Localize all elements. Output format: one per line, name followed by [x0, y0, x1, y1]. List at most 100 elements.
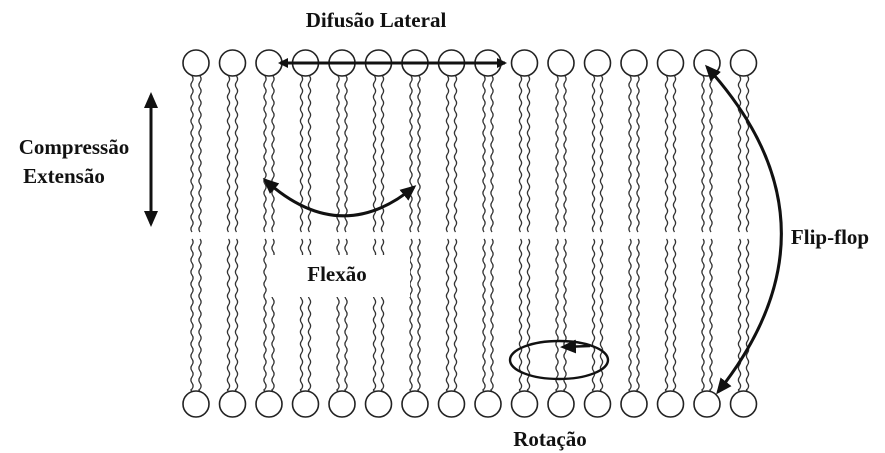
lipid-tail	[445, 75, 450, 233]
lipid-tail	[526, 75, 531, 233]
lipid-tail	[307, 75, 312, 233]
lipid-head	[255, 390, 283, 418]
upper-lipid	[182, 49, 210, 233]
upper-lipid	[291, 49, 320, 233]
lipid-tail	[263, 75, 267, 233]
upper-lipid	[656, 49, 685, 233]
upper-lipid	[729, 49, 758, 233]
lipid-tail	[198, 75, 202, 233]
lipid-head	[583, 49, 612, 77]
lipid-tail	[490, 238, 494, 392]
lower-lipid	[620, 238, 648, 418]
upper-lipid	[401, 49, 429, 233]
upper-lipid	[328, 49, 356, 233]
lipid-tail	[709, 238, 713, 392]
upper-lipid	[437, 49, 466, 233]
lipid-head	[547, 49, 575, 77]
lipid-tail	[555, 75, 559, 233]
lipid-tail	[518, 75, 523, 233]
upper-lipid	[583, 49, 612, 233]
lipid-tail	[628, 75, 632, 233]
lipid-head	[255, 49, 283, 77]
lower-lipid	[474, 238, 502, 418]
lipid-tail	[563, 238, 567, 392]
lipid-tail	[190, 238, 194, 392]
lipid-tail	[672, 238, 677, 392]
lipid-tail	[226, 75, 231, 233]
lower-lipid	[401, 238, 429, 418]
lipid-head	[656, 390, 685, 418]
lipid-tail	[628, 238, 632, 392]
lipid-tail	[563, 75, 567, 233]
lower-lipid	[437, 238, 466, 418]
rotation-label: Rotação	[513, 427, 586, 451]
lower-lipid	[547, 238, 575, 418]
lower-lipid	[729, 238, 758, 418]
lipid-head	[620, 49, 648, 77]
lipid-head	[474, 390, 502, 418]
lipid-head	[437, 390, 466, 418]
lipid-tail	[234, 238, 239, 392]
lipid-tail	[555, 238, 559, 392]
lipid-tail	[336, 75, 340, 233]
lipid-tail	[417, 238, 421, 392]
lipid-tail	[664, 75, 669, 233]
lipid-tail	[737, 238, 742, 392]
lipid-tail	[445, 238, 450, 392]
lipid-head	[547, 390, 575, 418]
lipid-tail	[636, 238, 640, 392]
lower-lipid	[255, 238, 283, 418]
compression-label: Compressão	[19, 135, 129, 159]
lipid-tail	[271, 75, 275, 233]
flip-flop-arrow	[704, 64, 783, 395]
lipid-tail	[226, 238, 231, 392]
upper-leaflet	[182, 49, 758, 233]
lipid-tail	[409, 75, 413, 233]
lipid-tail	[664, 238, 669, 392]
lipid-tail	[518, 238, 523, 392]
lower-lipid	[693, 238, 721, 418]
flip-flop-label: Flip-flop	[791, 225, 869, 249]
lipid-head	[510, 390, 539, 418]
lateral-diffusion-label: Difusão Lateral	[306, 8, 447, 32]
upper-lipid	[547, 49, 575, 233]
rotation-arrowhead	[560, 339, 591, 354]
lipid-head	[218, 390, 247, 418]
lipid-head	[328, 390, 356, 418]
lipid-tail	[299, 75, 304, 233]
flexion-label: Flexão	[307, 262, 366, 286]
lower-lipid	[182, 238, 210, 418]
lipid-tail	[417, 75, 421, 233]
lower-lipid	[510, 238, 539, 418]
lipid-head	[693, 49, 721, 77]
flexion-arrow	[262, 177, 417, 218]
upper-lipid	[474, 49, 502, 233]
lipid-head	[291, 390, 320, 418]
lipid-tail	[701, 75, 705, 233]
lipid-tail	[672, 75, 677, 233]
lipid-tail	[234, 75, 239, 233]
lipid-tail	[263, 238, 267, 392]
lipid-tail	[453, 75, 458, 233]
lipid-head	[510, 49, 539, 77]
lower-lipid	[583, 238, 612, 418]
lipid-head	[218, 49, 247, 77]
lipid-tail	[490, 75, 494, 233]
flexion-label-mask	[270, 255, 410, 297]
lipid-tail	[409, 238, 413, 392]
lipid-head	[364, 390, 393, 418]
upper-lipid	[510, 49, 539, 233]
lipid-head	[182, 390, 210, 418]
lipid-head	[620, 390, 648, 418]
rotation-ellipse	[508, 339, 610, 381]
lipid-tail	[591, 75, 596, 233]
lipid-head	[729, 390, 758, 418]
lipid-tail	[745, 238, 750, 392]
lipid-tail	[737, 75, 742, 233]
lipid-tail	[745, 75, 750, 233]
lipid-head	[693, 390, 721, 418]
lipid-tail	[198, 238, 202, 392]
lipid-tail	[636, 75, 640, 233]
lipid-head	[729, 49, 758, 77]
